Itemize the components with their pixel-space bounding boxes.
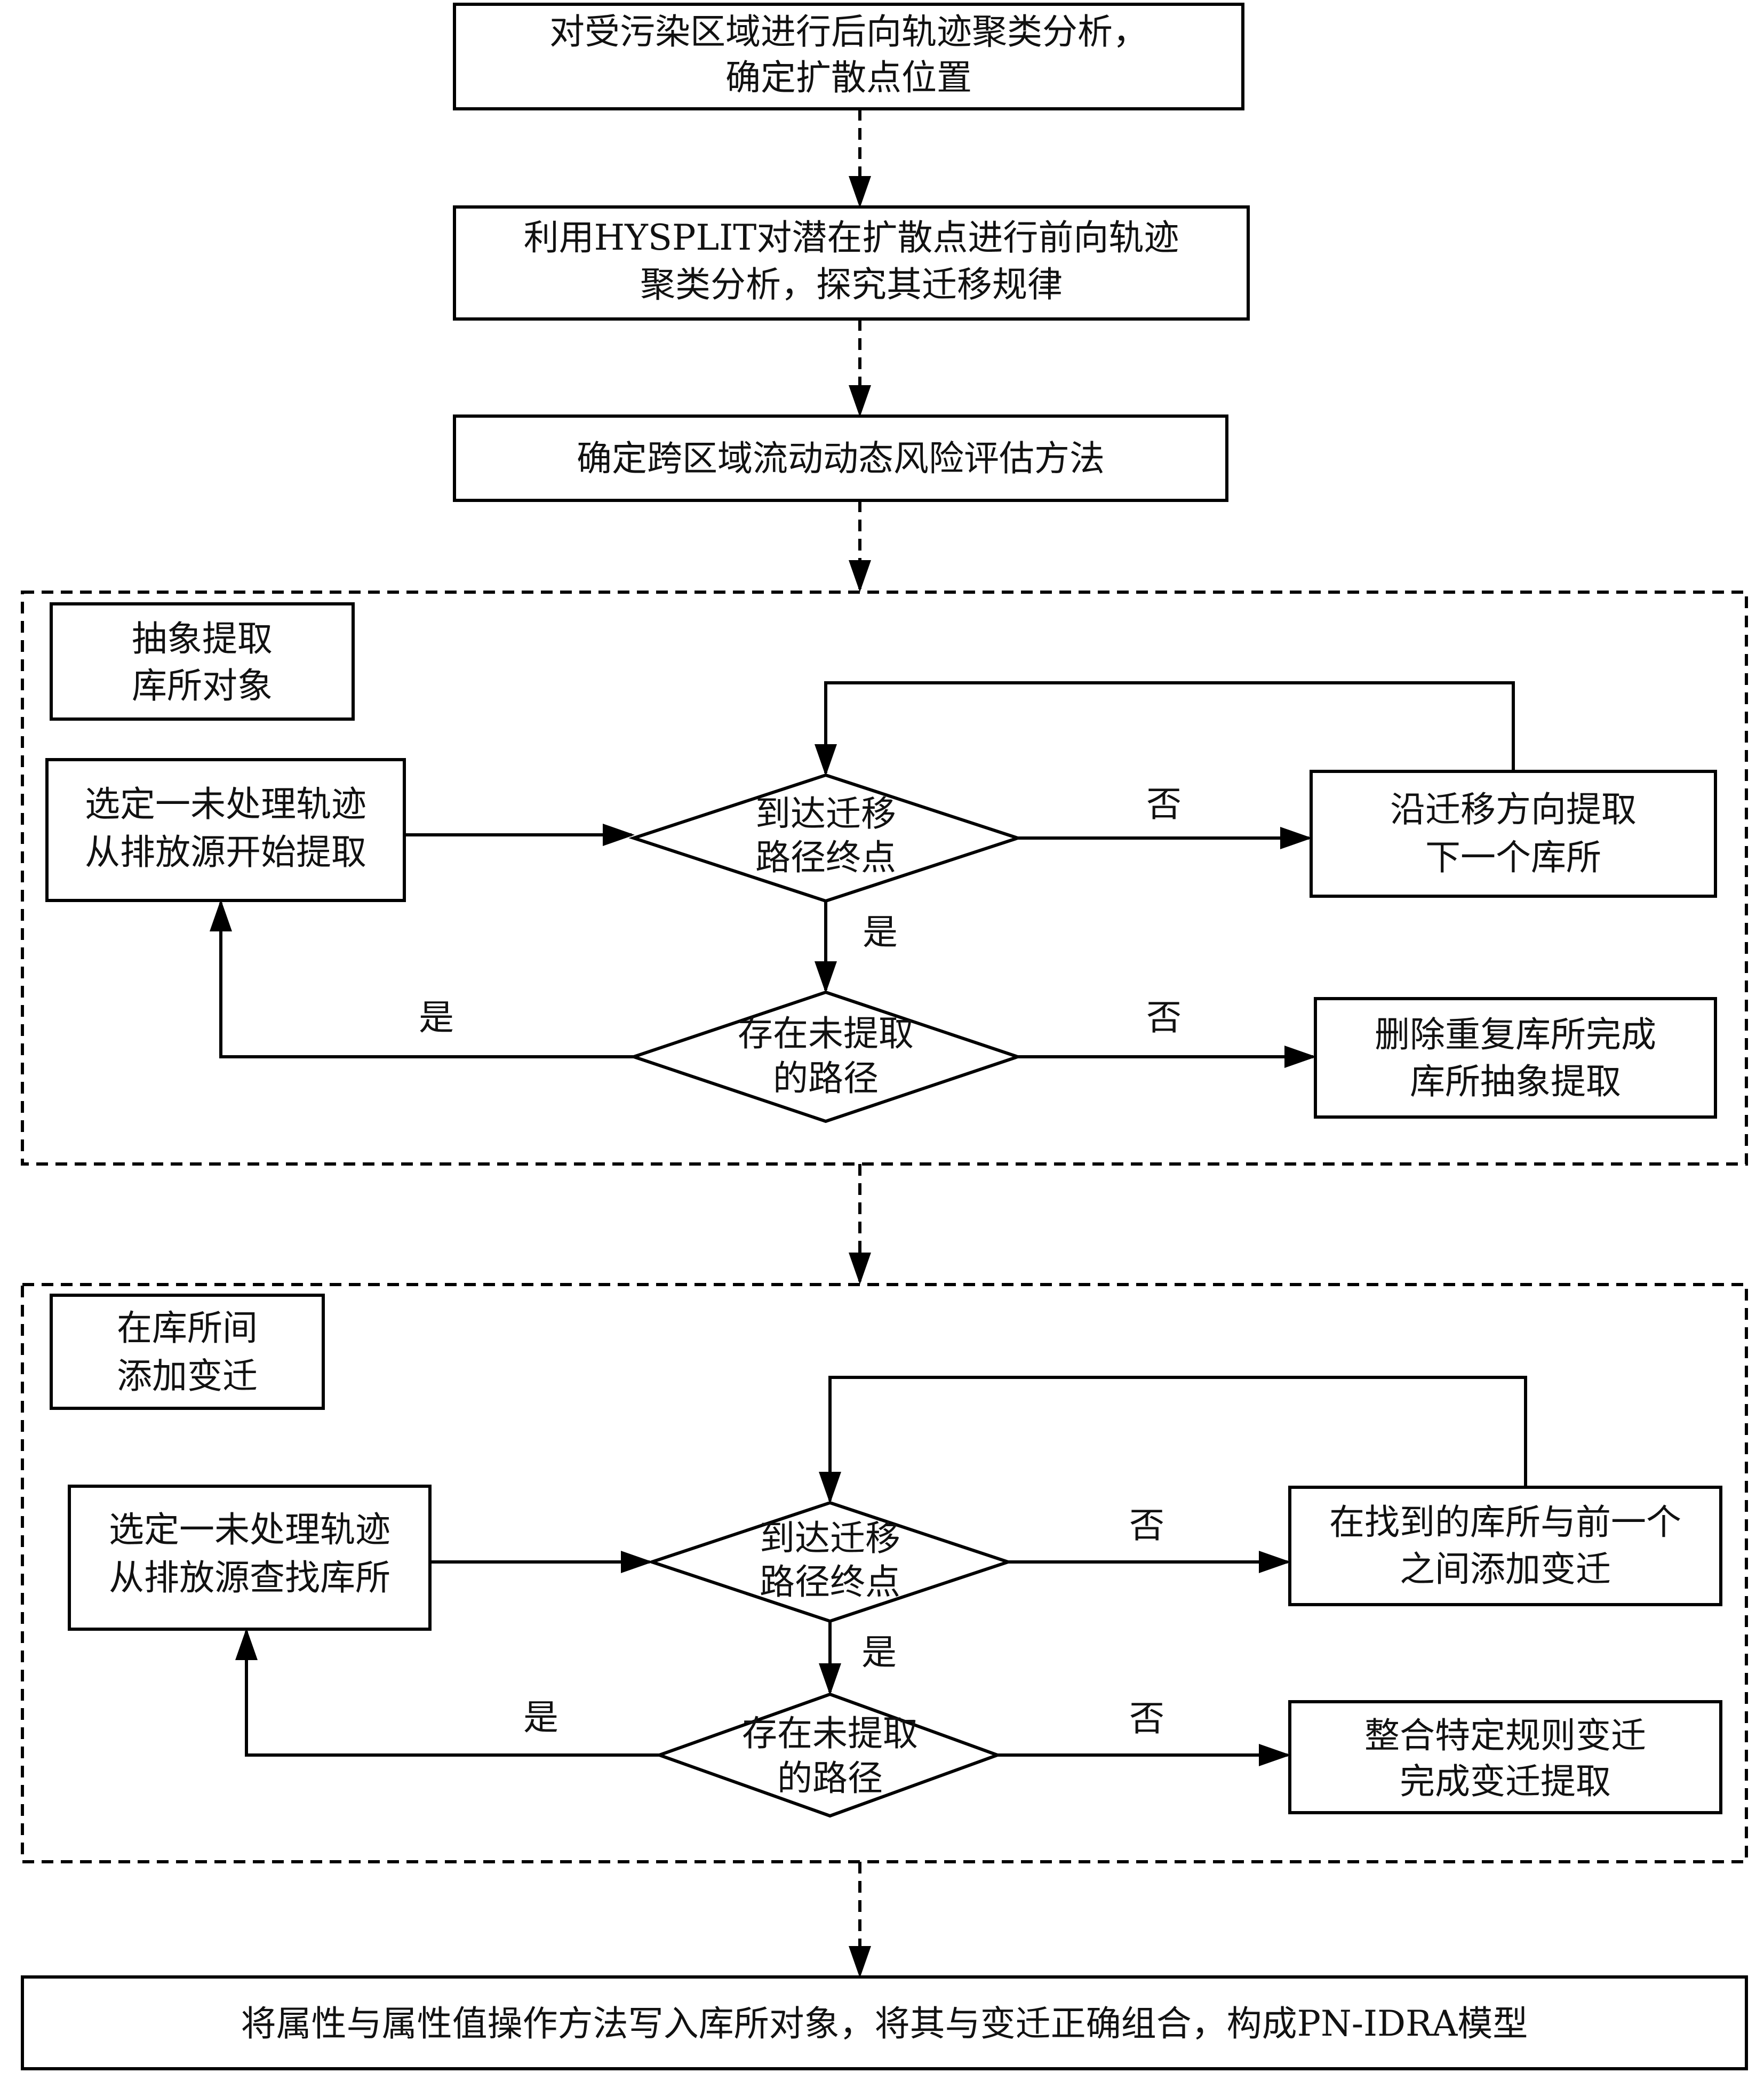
section2-decision1-line1: 到达迁移: [760, 1518, 900, 1559]
section1-label-no-1: 否: [1146, 784, 1182, 825]
step1-line2: 确定扩散点位置: [725, 57, 972, 98]
step3-line1: 确定跨区域流动动态风险评估方法: [577, 438, 1105, 479]
section1-end-line2: 库所抽象提取: [1410, 1061, 1621, 1102]
final-line1: 将属性与属性值操作方法写入库所对象，将其与变迁正确组合，构成PN-IDRA模型: [241, 2003, 1528, 2044]
section1-decision2-line1: 存在未提取: [738, 1013, 914, 1054]
section1-loop-line1: 沿迁移方向提取: [1390, 789, 1637, 830]
section2-label-yes-1: 是: [861, 1632, 897, 1673]
section1-start-line1: 选定一未处理轨迹: [85, 784, 366, 825]
section1-end-line1: 删除重复库所完成: [1375, 1014, 1656, 1055]
section2-loop-back: [819, 1376, 1527, 1504]
section1-label-no-2: 否: [1146, 997, 1182, 1038]
section2-decision2: 存在未提取 的路径: [654, 1692, 1002, 1818]
step2-line2: 聚类分析，探究其迁移规律: [640, 264, 1063, 305]
section2-start-line1: 选定一未处理轨迹: [109, 1509, 390, 1550]
section2-loop-line1: 在找到的库所与前一个: [1329, 1502, 1681, 1543]
step1-line1: 对受污染区域进行后向轨迹聚类分析，: [549, 11, 1148, 52]
section1-label-yes-1: 是: [863, 912, 898, 953]
section1-frame: [21, 591, 1748, 1166]
section1-title-box: 抽象提取 库所对象: [50, 602, 355, 721]
section2-label-yes-2: 是: [523, 1697, 558, 1738]
section1-loop-back: [815, 681, 1515, 776]
section1-start-line2: 从排放源开始提取: [85, 832, 366, 873]
section2-title-line1: 在库所间: [117, 1307, 258, 1349]
section2-decision1: 到达迁移 路径终点: [646, 1501, 1013, 1623]
section1-loop-box: 沿迁移方向提取 下一个库所: [1310, 770, 1717, 898]
section2-title-box: 在库所间 添加变迁: [50, 1294, 325, 1410]
section2-label-no-2: 否: [1129, 1698, 1164, 1739]
section2-decision1-line2: 路径终点: [760, 1561, 900, 1602]
section1-decision1-line1: 到达迁移: [755, 793, 896, 834]
section1-label-yes-2: 是: [419, 997, 454, 1038]
section1-decision2: 存在未提取 的路径: [628, 990, 1023, 1123]
section2-decision2-line2: 的路径: [777, 1758, 883, 1799]
section2-loop-box: 在找到的库所与前一个 之间添加变迁: [1288, 1486, 1722, 1606]
section2-label-no-1: 否: [1129, 1505, 1164, 1546]
section2-end-line2: 完成变迁提取: [1400, 1761, 1611, 1802]
step2-box: 利用HYSPLIT对潜在扩散点进行前向轨迹 聚类分析，探究其迁移规律: [453, 205, 1250, 321]
section1-title-line2: 库所对象: [132, 665, 273, 706]
section1-decision1: 到达迁移 路径终点: [628, 773, 1023, 903]
section1-arrow-decision2-start: [210, 899, 634, 1058]
step1-box: 对受污染区域进行后向轨迹聚类分析， 确定扩散点位置: [453, 3, 1244, 110]
section2-title-line2: 添加变迁: [117, 1356, 258, 1397]
section1-title-line1: 抽象提取: [132, 618, 273, 659]
step3-box: 确定跨区域流动动态风险评估方法: [453, 414, 1228, 502]
section1-start-box: 选定一未处理轨迹 从排放源开始提取: [45, 758, 406, 902]
final-box: 将属性与属性值操作方法写入库所对象，将其与变迁正确组合，构成PN-IDRA模型: [21, 1975, 1748, 2070]
section1-loop-line2: 下一个库所: [1425, 837, 1601, 878]
section2-end-line1: 整合特定规则变迁: [1364, 1715, 1646, 1756]
section1-decision2-line2: 的路径: [773, 1058, 879, 1099]
section2-decision2-line1: 存在未提取: [742, 1713, 918, 1754]
section2-arrow-decision2-start: [235, 1628, 659, 1757]
section2-end-box: 整合特定规则变迁 完成变迁提取: [1288, 1700, 1722, 1814]
section2-loop-line2: 之间添加变迁: [1400, 1549, 1611, 1590]
section1-end-box: 删除重复库所完成 库所抽象提取: [1314, 997, 1717, 1119]
section1-decision1-line2: 路径终点: [755, 837, 896, 878]
section2-start-line2: 从排放源查找库所: [109, 1557, 390, 1598]
section2-start-box: 选定一未处理轨迹 从排放源查找库所: [68, 1485, 432, 1631]
step2-line1: 利用HYSPLIT对潜在扩散点进行前向轨迹: [524, 217, 1179, 258]
